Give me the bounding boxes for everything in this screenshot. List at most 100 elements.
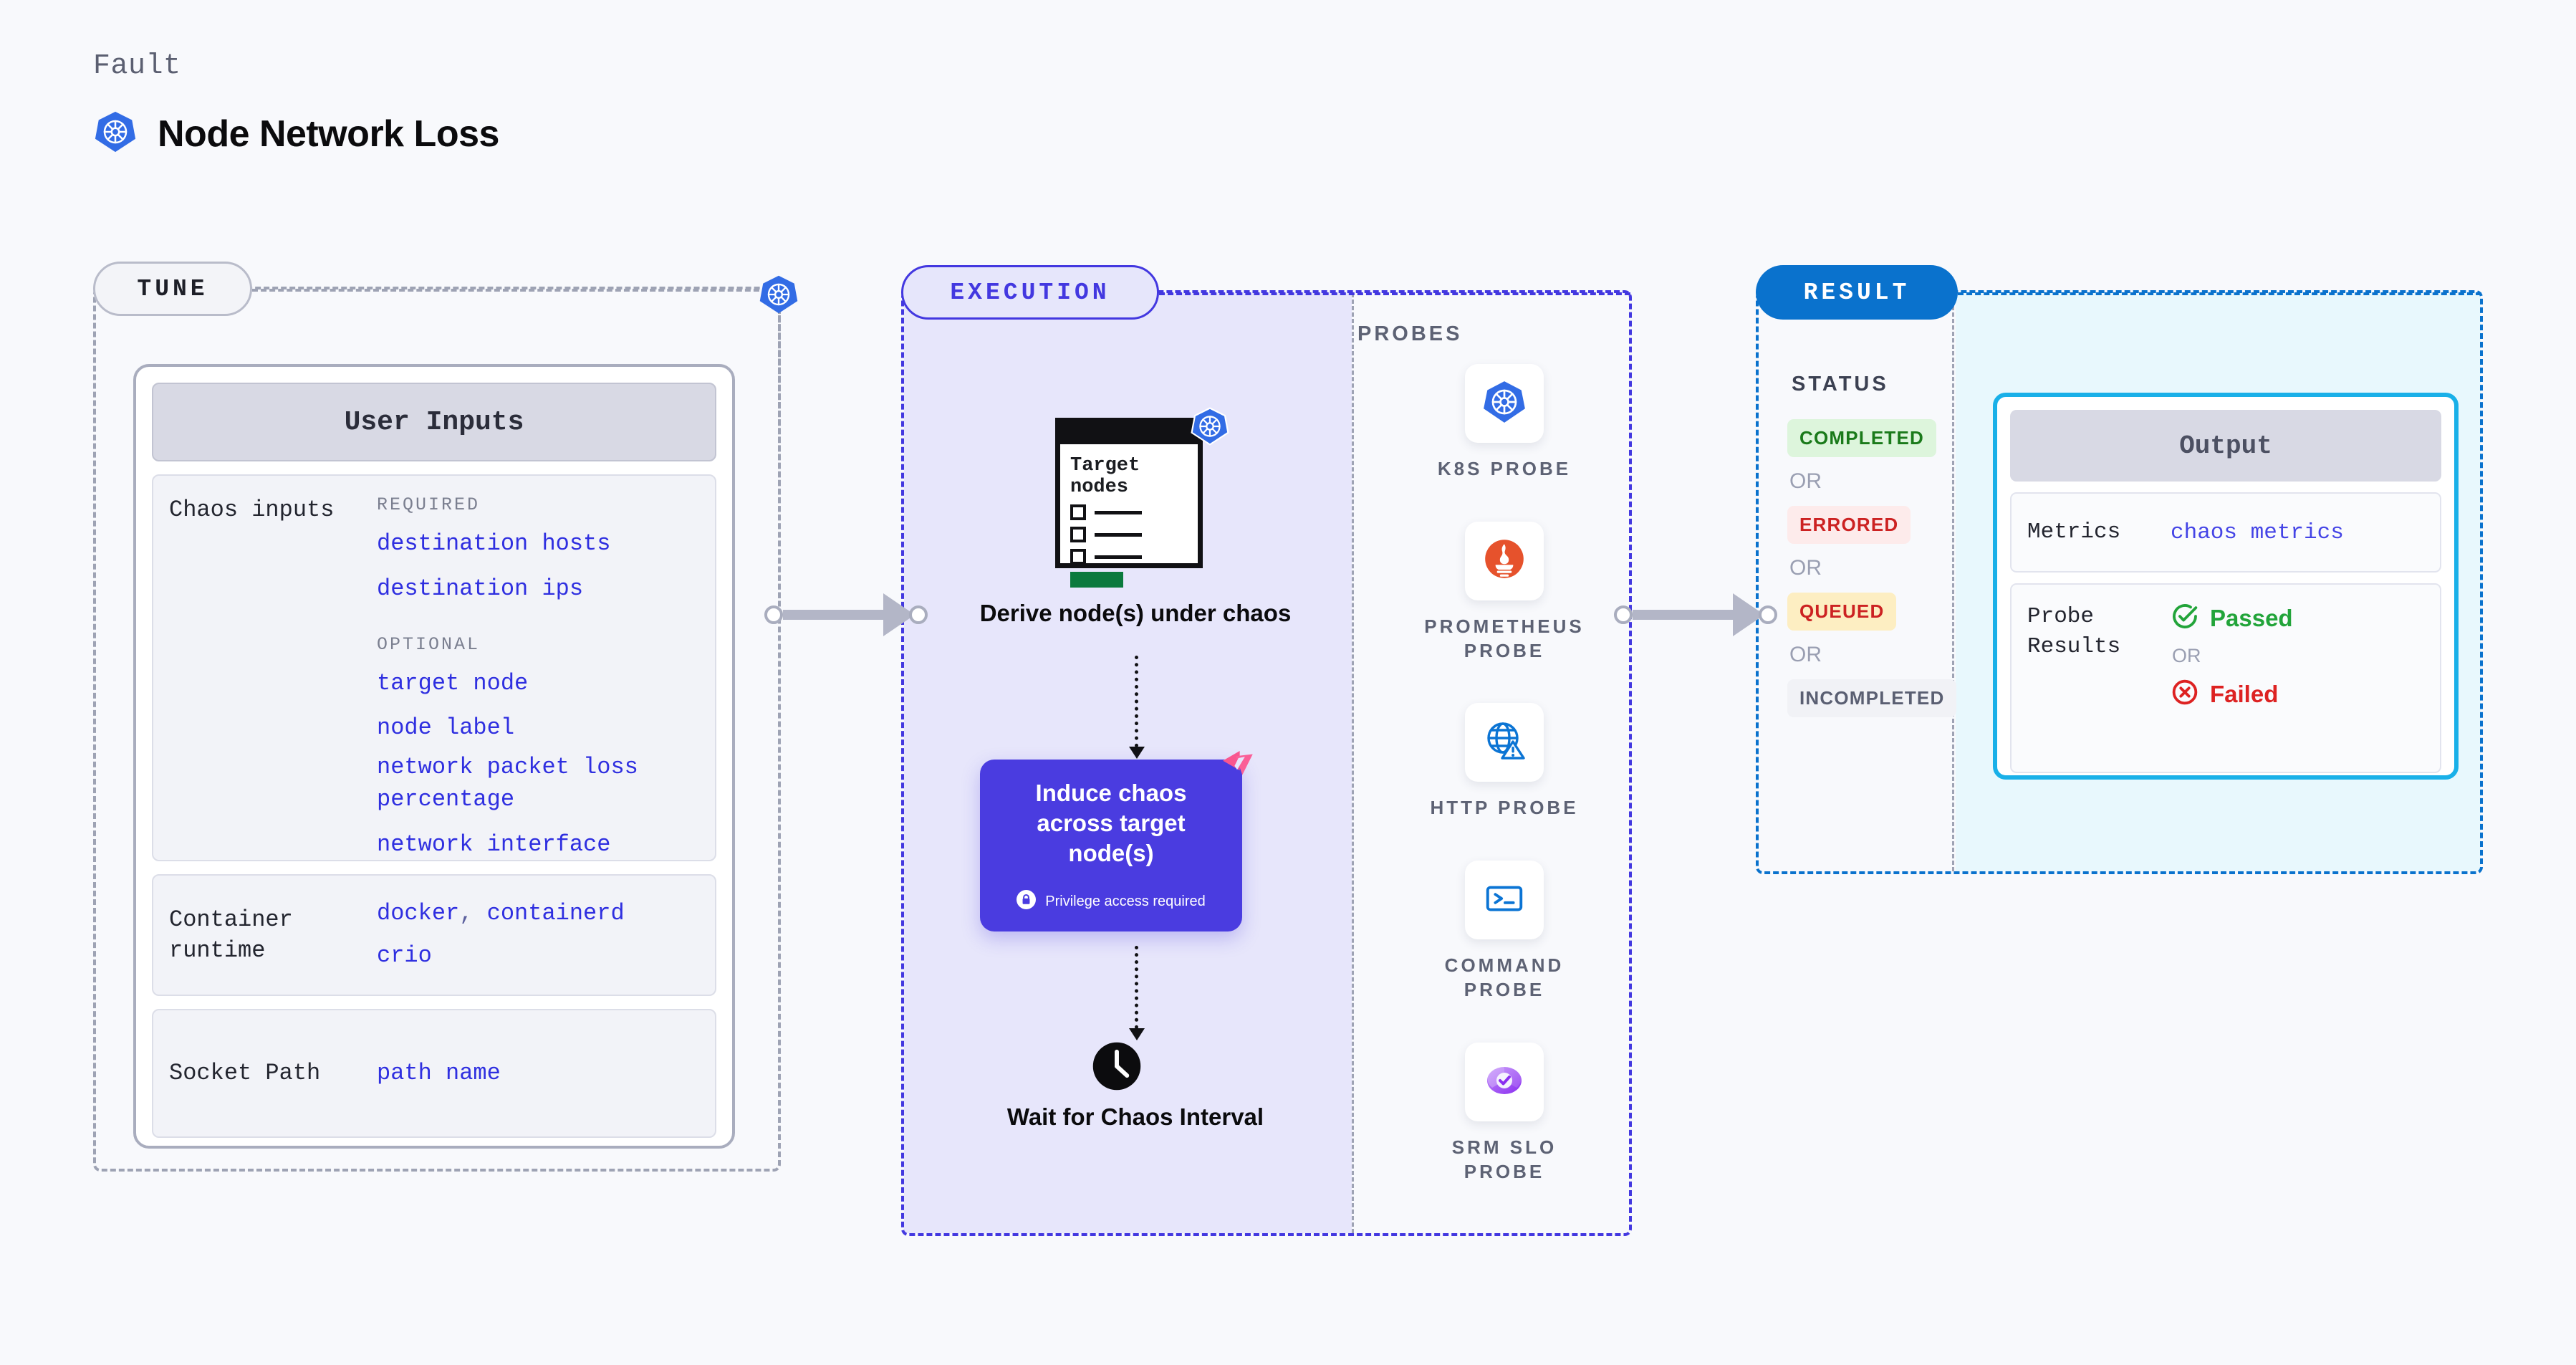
probe-tile [1465, 521, 1544, 600]
probe-tile [1465, 703, 1544, 782]
input-group-label: Chaos inputs [169, 497, 335, 523]
fault-eyebrow: Fault [93, 50, 181, 82]
probe-label: COMMAND PROBE [1444, 954, 1565, 1000]
input-group-values: path name [377, 1058, 696, 1090]
x-circle-icon [2171, 678, 2199, 710]
output-row-metrics: Metrics chaos metrics [2010, 492, 2441, 573]
litmus-chaos-icon [1216, 744, 1258, 785]
window-titlebar [1060, 423, 1198, 444]
input-value-network-packet-loss-percentage[interactable]: network packet loss percentage [377, 754, 638, 813]
checkbox-icon [1070, 527, 1086, 543]
checkbox-icon [1070, 549, 1086, 565]
stage-chip-result[interactable]: RESULT [1756, 265, 1958, 320]
status-section-title: STATUS [1792, 373, 1889, 396]
probe-label: K8S PROBE [1437, 458, 1572, 479]
status-list: COMPLETED OR ERRORED OR QUEUED OR INCOMP… [1787, 419, 1957, 717]
target-nodes-illustration: Target nodes [1055, 407, 1229, 588]
input-value-docker[interactable]: docker [377, 900, 460, 927]
output-card: Output Metrics chaos metrics Probe Resul… [1993, 393, 2459, 780]
verdict-passed: Passed [2171, 602, 2293, 634]
verdict-failed: Failed [2171, 678, 2293, 710]
input-value-destination-hosts[interactable]: destination hosts [377, 530, 611, 557]
stage-chip-execution[interactable]: EXECUTION [901, 265, 1159, 320]
probes-section-title: PROBES [1357, 322, 1463, 345]
execution-connector-line [1159, 292, 1630, 295]
user-inputs-header: User Inputs [152, 383, 716, 461]
input-group-values: docker, containerd crio [377, 898, 696, 972]
status-badge-errored: ERRORED [1787, 506, 1911, 544]
checkbox-row [1070, 527, 1188, 543]
output-row-probe-results: Probe Results Passed OR [2010, 583, 2441, 773]
srm-slo-icon [1481, 1057, 1527, 1106]
privilege-note: Privilege access required [1017, 890, 1206, 913]
result-stage-container [1756, 290, 2483, 874]
metrics-value[interactable]: chaos metrics [2171, 519, 2344, 545]
probes-list: K8S PROBE PROMETHEUS PROBE [1411, 364, 1597, 1224]
window-body: Target nodes [1060, 444, 1198, 588]
input-value-network-interface[interactable]: network interface [377, 830, 611, 858]
input-value-containerd[interactable]: containerd [486, 900, 625, 927]
connector-dot-end [1759, 605, 1777, 624]
input-group-label: Container runtime [169, 906, 293, 964]
kubernetes-icon [758, 274, 799, 315]
connector-dot-end [909, 605, 928, 624]
checkbox-row [1070, 504, 1188, 521]
page-title-row: Node Network Loss [93, 110, 499, 158]
stage-chip-tune-label: TUNE [137, 275, 208, 302]
induce-chaos-card[interactable]: Induce chaos across target node(s) Privi… [980, 750, 1253, 931]
placeholder-line [1095, 555, 1142, 559]
probe-label: PROMETHEUS PROBE [1424, 615, 1585, 661]
input-value-destination-ips[interactable]: destination ips [377, 575, 584, 602]
submit-bar [1070, 572, 1123, 588]
stage-chip-result-label: RESULT [1803, 279, 1911, 306]
privilege-note-text: Privilege access required [1045, 893, 1206, 909]
check-circle-icon [2171, 602, 2199, 634]
status-or-1: OR [1789, 469, 1822, 493]
input-value-crio[interactable]: crio [377, 942, 432, 969]
status-or-3: OR [1789, 643, 1822, 666]
input-value-node-label[interactable]: node label [377, 714, 515, 742]
status-or-2: OR [1789, 556, 1822, 580]
terminal-icon [1482, 876, 1527, 924]
probe-results-verdicts: Passed OR Failed [2171, 602, 2293, 755]
probe-item-http[interactable]: HTTP PROBE [1411, 703, 1597, 820]
input-group-values: REQUIRED destination hosts destination i… [377, 494, 696, 858]
probe-item-k8s[interactable]: K8S PROBE [1411, 364, 1597, 482]
verdict-failed-text: Failed [2210, 680, 2279, 707]
probe-item-srm-slo[interactable]: SRM SLO PROBE [1411, 1042, 1597, 1184]
probe-label: HTTP PROBE [1430, 797, 1579, 819]
target-nodes-window: Target nodes [1055, 418, 1203, 588]
stage-chip-tune[interactable]: TUNE [93, 262, 252, 316]
probe-tile [1465, 1042, 1544, 1121]
arrow-stem [1135, 946, 1138, 1029]
arrow-head [1129, 1028, 1145, 1040]
stage-chip-execution-label: EXECUTION [950, 279, 1110, 306]
input-value-path-name[interactable]: path name [377, 1059, 501, 1086]
lock-icon [1017, 890, 1037, 913]
execution-stage-container [901, 290, 1632, 1236]
kubernetes-icon [1481, 378, 1528, 429]
connector-arrow-execution-to-result [1614, 593, 1777, 636]
probes-divider [1352, 293, 1354, 1233]
metrics-label: Metrics [2027, 519, 2121, 545]
prometheus-icon [1481, 535, 1528, 586]
probe-item-prometheus[interactable]: PROMETHEUS PROBE [1411, 521, 1597, 664]
connector-shaft [783, 610, 885, 620]
input-group-label: Socket Path [169, 1060, 321, 1087]
flow-arrow-derive-to-chaos [1129, 656, 1145, 759]
value-separator: , [459, 900, 474, 927]
required-tag: REQUIRED [377, 494, 481, 515]
tune-connector-line [252, 289, 768, 292]
input-value-target-node[interactable]: target node [377, 669, 529, 696]
page-title: Node Network Loss [158, 112, 499, 155]
kubernetes-marker-stem [778, 315, 781, 598]
runtime-values-row-1: docker, containerd [377, 898, 696, 930]
target-nodes-heading: Target nodes [1070, 455, 1140, 498]
verdict-or: OR [2172, 645, 2201, 666]
status-badge-incompleted: INCOMPLETED [1787, 679, 1957, 717]
induce-chaos-title: Induce chaos across target node(s) [1035, 779, 1187, 867]
status-badge-completed: COMPLETED [1787, 419, 1937, 457]
tune-stage-container [93, 287, 781, 1172]
probe-item-command[interactable]: COMMAND PROBE [1411, 861, 1597, 1002]
connector-dot-start [764, 605, 783, 624]
